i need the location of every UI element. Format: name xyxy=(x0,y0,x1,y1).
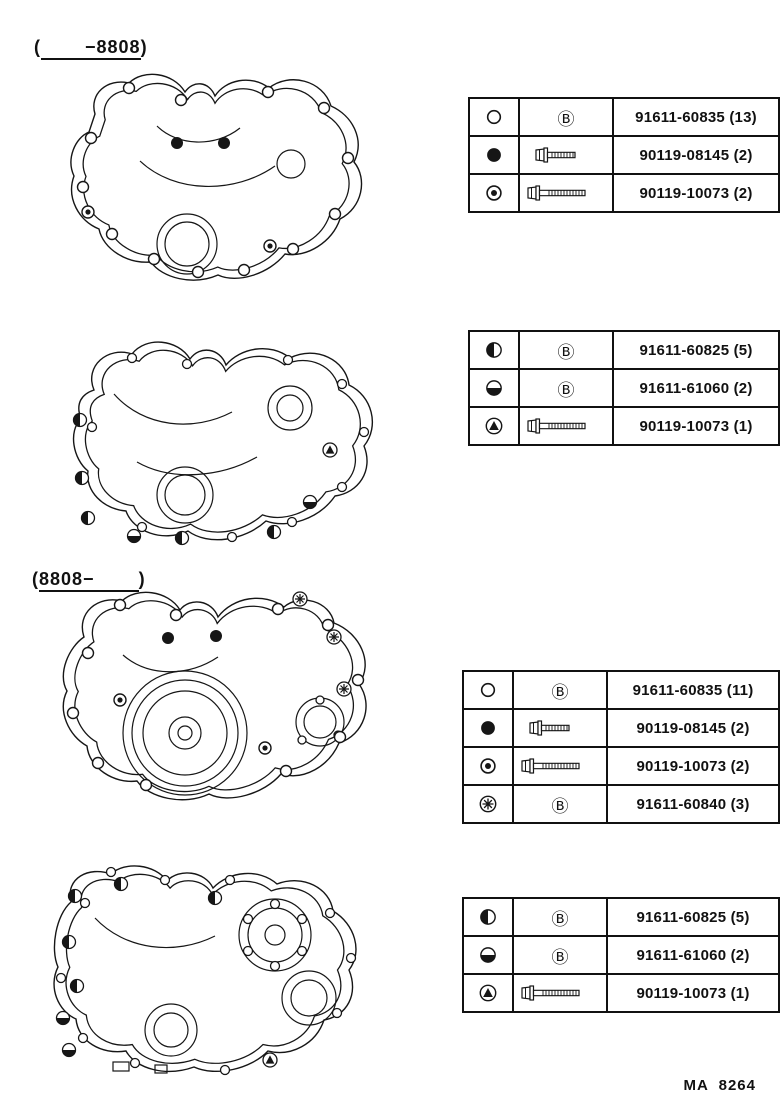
table-row: Ⓑ 91611-61060 (2) xyxy=(464,935,778,973)
late-range-close: ) xyxy=(138,569,146,589)
filled-circle-markers xyxy=(171,137,230,149)
part-number: 90119-10073 (1) xyxy=(636,984,750,1002)
bolt-long-icon xyxy=(527,185,586,201)
late-range-open: ( xyxy=(32,569,40,589)
circled-b-icon: Ⓑ xyxy=(557,109,575,129)
early-range-close: ) xyxy=(140,37,148,57)
parts-table-early-1: Ⓑ 91611-60835 (13) 90119-08145 (2) 90119… xyxy=(468,97,780,213)
half-bottom-circle-icon xyxy=(480,947,496,963)
early-range-open: ( xyxy=(34,37,42,57)
table-row: Ⓑ 91611-60825 (5) xyxy=(464,899,778,935)
circled-b-icon: Ⓑ xyxy=(557,380,575,400)
half-left-circle-icon xyxy=(486,342,502,358)
parts-table-early-2: Ⓑ 91611-60825 (5) Ⓑ 91611-61060 (2) 9011… xyxy=(468,330,780,446)
bolt-long-icon xyxy=(521,758,580,774)
early-range-value: −8808 xyxy=(85,37,141,57)
table-row: 90119-08145 (2) xyxy=(464,708,778,746)
part-number: 90119-08145 (2) xyxy=(636,719,750,737)
early-timing-cover-front-diagram xyxy=(70,73,363,281)
fisheye-markers xyxy=(113,693,272,755)
circled-b-icon: Ⓑ xyxy=(557,342,575,362)
open-circle-markers xyxy=(76,81,355,279)
late-timing-cover-rear-diagram xyxy=(53,865,357,1076)
parts-table-late-1: Ⓑ 91611-60835 (11) 90119-08145 (2) 90119… xyxy=(462,670,780,824)
triangle-marker xyxy=(262,1052,278,1068)
late-range-value: 8808− xyxy=(39,569,95,589)
part-number: 91611-60825 (5) xyxy=(639,341,753,359)
fisheye-circle-icon xyxy=(486,185,502,201)
part-number: 91611-60835 (11) xyxy=(632,681,754,699)
fisheye-circle-icon xyxy=(480,758,496,774)
part-number: 91611-60840 (3) xyxy=(636,795,750,813)
circled-b-icon: Ⓑ xyxy=(551,682,569,702)
part-number: 91611-61060 (2) xyxy=(636,946,750,964)
table-row: Ⓑ 91611-60825 (5) xyxy=(470,332,778,368)
plain-bolt-holes xyxy=(55,866,357,1076)
table-row: 90119-10073 (2) xyxy=(470,173,778,211)
bolt-long-icon xyxy=(527,418,586,434)
circled-b-icon: Ⓑ xyxy=(551,796,569,816)
bolt-long-icon xyxy=(521,985,580,1001)
half-left-circle-icon xyxy=(480,909,496,925)
table-row: 90119-08145 (2) xyxy=(470,135,778,173)
triangle-circle-icon xyxy=(485,417,503,435)
part-number: 90119-10073 (1) xyxy=(639,417,753,435)
table-row: Ⓑ 91611-60835 (11) xyxy=(464,672,778,708)
table-row: 90119-10073 (2) xyxy=(464,746,778,784)
triangle-circle-icon xyxy=(479,984,497,1002)
part-number: 90119-08145 (2) xyxy=(639,146,753,164)
open-circle-icon xyxy=(480,682,496,698)
table-row: Ⓑ 91611-60840 (3) xyxy=(464,784,778,822)
early-timing-cover-rear-diagram xyxy=(72,341,374,546)
bolt-short-icon xyxy=(535,147,576,163)
late-timing-cover-front-diagram xyxy=(62,591,367,801)
part-number: 91611-60825 (5) xyxy=(636,908,750,926)
table-row: 90119-10073 (1) xyxy=(464,973,778,1011)
half-bottom-markers xyxy=(55,1010,77,1058)
page-code: MA 8264 xyxy=(683,1077,756,1094)
plain-bolt-holes xyxy=(86,352,370,543)
star-markers xyxy=(292,591,352,697)
late-range-label: (8808−) xyxy=(8,548,146,611)
star-circle-icon xyxy=(479,795,497,813)
triangle-marker xyxy=(322,442,338,458)
filled-circle-icon xyxy=(487,148,501,162)
bolt-short-icon xyxy=(529,720,570,736)
part-number: 90119-10073 (2) xyxy=(639,184,753,202)
part-number: 91611-61060 (2) xyxy=(639,379,753,397)
circled-b-icon: Ⓑ xyxy=(551,947,569,967)
half-left-markers xyxy=(61,876,223,994)
filled-circle-icon xyxy=(481,721,495,735)
half-bottom-circle-icon xyxy=(486,380,502,396)
part-number: 91611-60835 (13) xyxy=(635,108,757,126)
table-row: Ⓑ 91611-60835 (13) xyxy=(470,99,778,135)
circled-b-icon: Ⓑ xyxy=(551,909,569,929)
filled-circle-markers xyxy=(162,630,222,644)
parts-table-late-2: Ⓑ 91611-60825 (5) Ⓑ 91611-61060 (2) 9011… xyxy=(462,897,780,1013)
table-row: Ⓑ 91611-61060 (2) xyxy=(470,368,778,406)
part-number: 90119-10073 (2) xyxy=(636,757,750,775)
early-range-label: ( −8808) xyxy=(10,16,148,79)
open-circle-icon xyxy=(486,109,502,125)
table-row: 90119-10073 (1) xyxy=(470,406,778,444)
